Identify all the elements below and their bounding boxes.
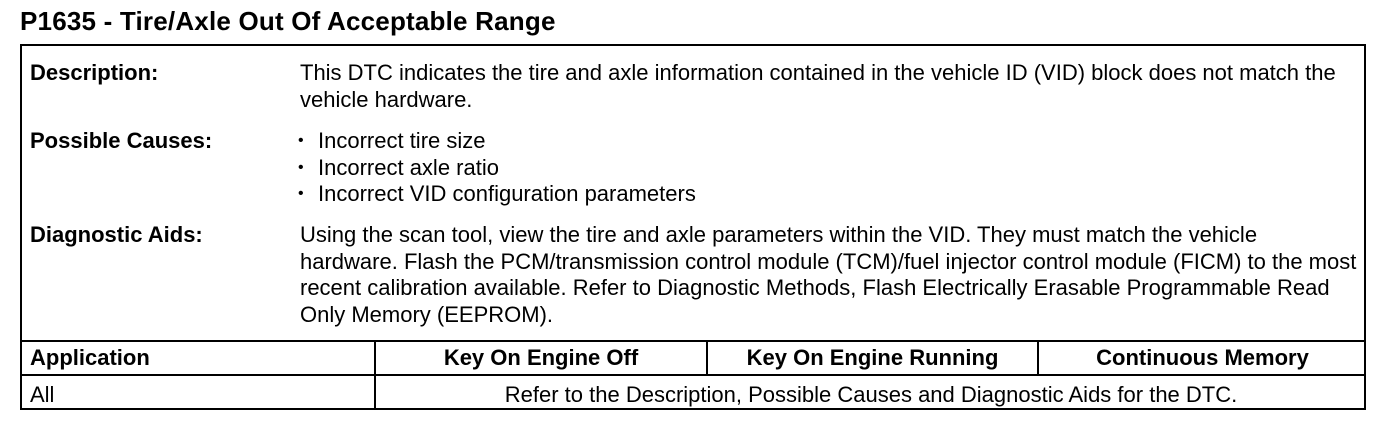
table-cell-note: Refer to the Description, Possible Cause… — [504, 382, 1238, 407]
bullet-icon: • — [298, 185, 304, 202]
list-item: • Incorrect VID configuration parameters — [298, 181, 1356, 208]
description-label: Description: — [30, 60, 159, 85]
possible-cause-text: Incorrect VID configuration parameters — [318, 181, 696, 206]
column-divider — [374, 340, 376, 410]
possible-causes-text: • Incorrect tire size • Incorrect axle rat… — [298, 128, 1356, 208]
list-item: • Incorrect axle ratio — [298, 155, 1356, 182]
table-header-key-on-engine-running: Key On Engine Running — [746, 345, 999, 370]
possible-causes-list: • Incorrect tire size • Incorrect axle rat… — [298, 128, 1356, 208]
possible-cause-text: Incorrect tire size — [318, 128, 486, 153]
list-item: • Incorrect tire size — [298, 128, 1356, 155]
dtc-info-frame: Description: This DTC indicates the tire… — [20, 44, 1366, 410]
column-divider — [706, 340, 708, 374]
diagnostic-aids-text: Using the scan tool, view the tire and a… — [300, 222, 1357, 327]
possible-cause-text: Incorrect axle ratio — [318, 154, 499, 180]
page-title: P1635 - Tire/Axle Out Of Acceptable Rang… — [20, 6, 556, 36]
table-header-divider — [22, 374, 1364, 376]
diagnostic-aids-label: Diagnostic Aids: — [30, 222, 203, 247]
column-divider — [1037, 340, 1039, 374]
bullet-icon: • — [298, 132, 304, 149]
description-text: This DTC indicates the tire and axle inf… — [300, 60, 1336, 112]
bullet-icon: • — [298, 158, 304, 176]
table-header-continuous-memory: Continuous Memory — [1096, 345, 1309, 370]
table-top-divider — [22, 340, 1364, 342]
possible-causes-label: Possible Causes: — [30, 128, 213, 153]
table-header-key-on-engine-off: Key On Engine Off — [443, 345, 639, 370]
table-cell-application: All — [30, 382, 55, 407]
table-header-application: Application — [30, 345, 150, 370]
